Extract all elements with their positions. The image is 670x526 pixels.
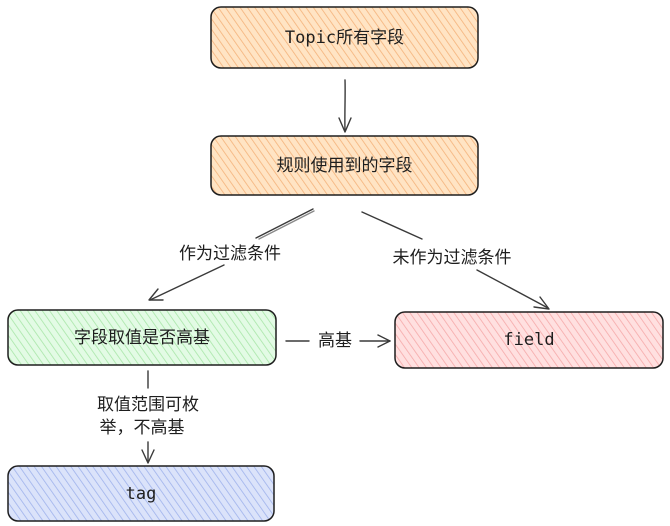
node-tag-label: tag bbox=[126, 484, 157, 504]
node-topic-fields-box bbox=[210, 6, 479, 69]
edge-label-high-cardinality: 高基 bbox=[318, 331, 352, 351]
node-topic-fields: Topic所有字段 bbox=[210, 6, 479, 69]
node-topic-fields-label: Topic所有字段 bbox=[285, 28, 404, 48]
edge-label-as-filter: 作为过滤条件 bbox=[179, 244, 281, 264]
arrow-rule-to-check bbox=[148, 208, 315, 301]
arrow-check-to-tag bbox=[141, 370, 155, 464]
node-rule-fields-label: 规则使用到的字段 bbox=[277, 155, 413, 176]
node-high-cardinality-check-label: 字段取值是否高基 bbox=[74, 328, 210, 348]
node-field-label: field bbox=[503, 330, 554, 350]
node-rule-fields-box bbox=[210, 135, 479, 196]
arrow-topic-to-rule bbox=[338, 79, 352, 133]
node-field: field bbox=[394, 311, 664, 369]
node-rule-fields: 规则使用到的字段 bbox=[210, 135, 479, 196]
edge-label-not-as-filter: 未作为过滤条件 bbox=[393, 248, 512, 268]
node-high-cardinality-check: 字段取值是否高基 bbox=[7, 309, 277, 366]
arrow-check-to-field bbox=[285, 334, 391, 348]
node-tag-box bbox=[7, 465, 275, 522]
edge-label-enumerable-line2: 举，不高基 bbox=[100, 418, 185, 438]
edge-label-enumerable-line1: 取值范围可枚 bbox=[97, 395, 199, 415]
arrow-rule-to-field bbox=[361, 211, 550, 310]
node-field-box bbox=[394, 311, 664, 369]
node-high-cardinality-check-box bbox=[7, 309, 277, 366]
node-tag: tag bbox=[7, 465, 275, 522]
